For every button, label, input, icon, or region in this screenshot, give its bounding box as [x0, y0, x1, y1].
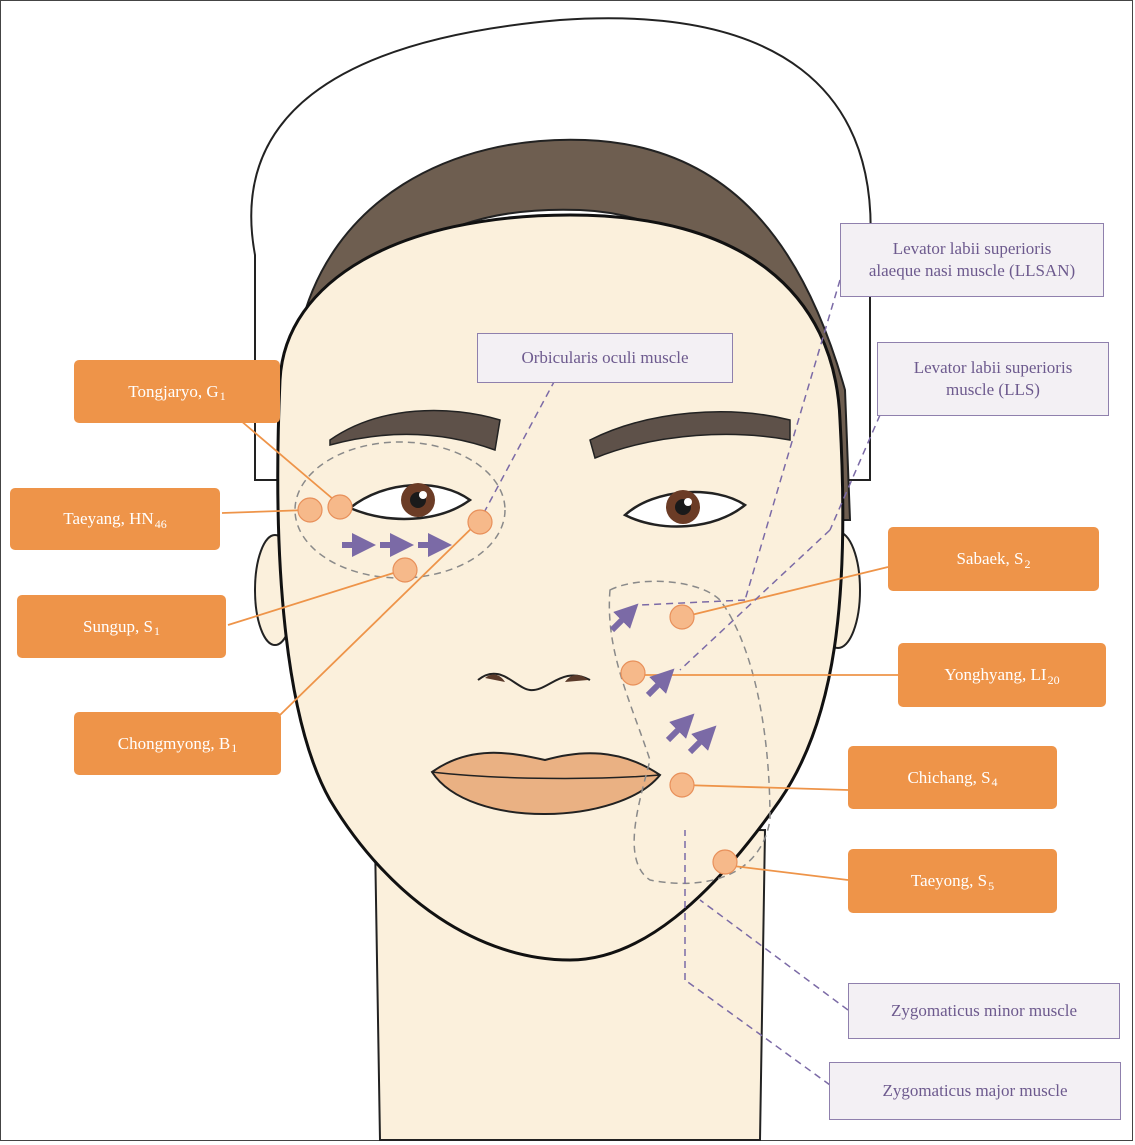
label-zyg-minor-text: Zygomaticus minor muscle — [891, 1000, 1077, 1022]
label-orbicularis-text: Orbicularis oculi muscle — [521, 347, 688, 369]
label-zyg-major: Zygomaticus major muscle — [829, 1062, 1121, 1120]
label-zyg-major-text: Zygomaticus major muscle — [882, 1080, 1067, 1102]
label-lls: Levator labii superioris muscle (LLS) — [877, 342, 1109, 416]
dot-chongmyong — [468, 510, 492, 534]
dot-taeyong — [713, 850, 737, 874]
label-chichang-sub: 4 — [992, 775, 998, 790]
label-yonghyang-sub: 20 — [1048, 673, 1060, 688]
dot-taeyang — [298, 498, 322, 522]
label-llsan: Levator labii superioris alaeque nasi mu… — [840, 223, 1104, 297]
label-zyg-minor: Zygomaticus minor muscle — [848, 983, 1120, 1039]
label-tongjaryo-sub: 1 — [220, 389, 226, 404]
label-taeyong-text: Taeyong, S — [911, 871, 987, 891]
label-sungup-sub: 1 — [154, 624, 160, 639]
dot-tongjaryo — [328, 495, 352, 519]
label-llsan-line2: alaeque nasi muscle (LLSAN) — [869, 260, 1075, 282]
label-sungup-text: Sungup, S — [83, 617, 153, 637]
dot-sungup — [393, 558, 417, 582]
label-orbicularis: Orbicularis oculi muscle — [477, 333, 733, 383]
label-sabaek-text: Sabaek, S — [956, 549, 1023, 569]
label-yonghyang-text: Yonghyang, LI — [944, 665, 1046, 685]
label-chongmyong-text: Chongmyong, B — [118, 734, 230, 754]
label-sabaek-sub: 2 — [1025, 557, 1031, 572]
label-chichang-text: Chichang, S — [907, 768, 990, 788]
label-lls-line1: Levator labii superioris — [914, 357, 1073, 379]
label-chongmyong-sub: 1 — [231, 741, 237, 756]
label-llsan-line1: Levator labii superioris — [893, 238, 1052, 260]
dot-chichang — [670, 773, 694, 797]
label-lls-line2: muscle (LLS) — [946, 379, 1040, 401]
label-taeyang-text: Taeyang, HN — [63, 509, 153, 529]
label-taeyang-sub: 46 — [155, 517, 167, 532]
label-taeyong-sub: 5 — [988, 879, 994, 894]
label-tongjaryo-text: Tongjaryo, G — [128, 382, 218, 402]
dot-yonghyang — [621, 661, 645, 685]
dot-sabaek — [670, 605, 694, 629]
